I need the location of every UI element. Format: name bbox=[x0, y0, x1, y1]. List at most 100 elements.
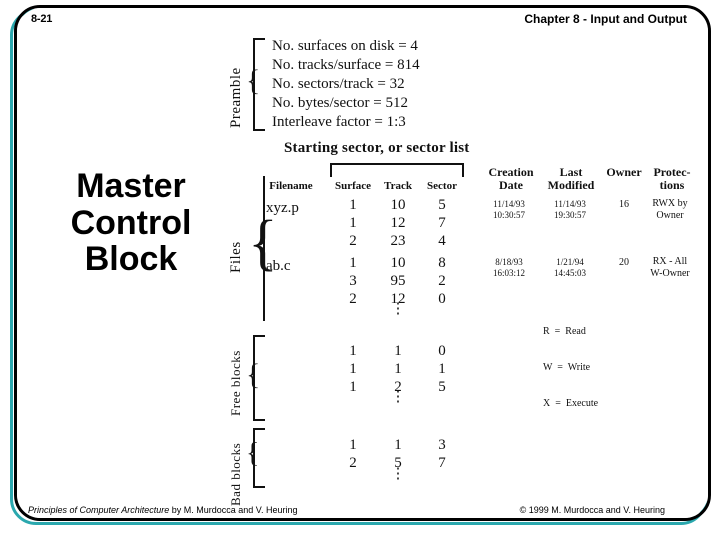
column-header-sector: Sector bbox=[427, 180, 457, 192]
table-row: 0 bbox=[438, 343, 446, 359]
files-brace: { bbox=[248, 212, 278, 274]
footer-citation: Principles of Computer Architecture by M… bbox=[28, 505, 297, 515]
bad-blocks-brace: { bbox=[246, 438, 260, 469]
table-row: 1 bbox=[394, 361, 402, 377]
page-title-line-1: Master bbox=[76, 167, 186, 205]
legend-read: R = Read bbox=[543, 326, 586, 337]
table-row: 2 bbox=[438, 273, 446, 289]
table-row-owner: 16 bbox=[619, 199, 629, 210]
creation-time-value: 10:30:57 bbox=[492, 210, 525, 220]
bad-blocks-ellipsis: ⋮ bbox=[390, 466, 406, 482]
section-label-free-blocks: Free blocks bbox=[228, 350, 243, 416]
table-row: 5 bbox=[438, 197, 446, 213]
free-blocks-brace: { bbox=[246, 358, 261, 391]
preamble-brace: { bbox=[246, 64, 261, 97]
files-vertical-rule bbox=[263, 176, 265, 321]
table-row: 2 bbox=[394, 379, 402, 395]
table-row: 12 bbox=[390, 215, 406, 231]
creation-date-value: 8/18/93 bbox=[495, 257, 523, 267]
footer-copyright: © 1999 M. Murdocca and V. Heuring bbox=[519, 505, 665, 515]
table-row: 4 bbox=[438, 233, 446, 249]
table-row: 2 bbox=[349, 455, 357, 471]
section-label-preamble: Preamble bbox=[228, 67, 244, 128]
table-row-protections: RWX by Owner bbox=[644, 198, 696, 222]
slide-number: 8-21 bbox=[31, 13, 53, 25]
preamble-item-0: No. surfaces on disk = 4 bbox=[272, 38, 418, 54]
preamble-item-2: No. sectors/track = 32 bbox=[272, 76, 405, 92]
footer-authors: by M. Murdocca and V. Heuring bbox=[169, 505, 298, 515]
table-row: 1 bbox=[349, 215, 357, 231]
table-row: 1 bbox=[349, 255, 357, 271]
table-row: 10 bbox=[390, 255, 406, 271]
column-header-owner: Owner bbox=[606, 165, 642, 179]
table-row: 3 bbox=[438, 437, 446, 453]
table-row: 1 bbox=[349, 379, 357, 395]
sector-list-group-header: Starting sector, or sector list bbox=[284, 140, 470, 156]
legend-execute: X = Execute bbox=[543, 398, 599, 409]
table-row: 0 bbox=[438, 291, 446, 307]
last-modified-line-2: Modified bbox=[547, 178, 595, 192]
preamble-item-1: No. tracks/surface = 814 bbox=[272, 57, 420, 73]
free-blocks-bracket bbox=[253, 335, 265, 421]
files-ellipsis: ⋮ bbox=[390, 301, 406, 317]
modified-time-value: 14:45:03 bbox=[553, 268, 586, 278]
table-row: 1 bbox=[349, 361, 357, 377]
protection-line-1: RWX by bbox=[652, 198, 688, 209]
table-row: 1 bbox=[349, 343, 357, 359]
protections-line-2: tions bbox=[659, 178, 685, 192]
section-label-bad-blocks: Bad blocks bbox=[228, 442, 243, 506]
table-row-filename: ab.c bbox=[266, 258, 291, 274]
table-row: 7 bbox=[438, 215, 446, 231]
free-blocks-ellipsis: ⋮ bbox=[390, 389, 406, 405]
page-title-line-3: Block bbox=[84, 240, 178, 279]
table-row: 23 bbox=[390, 233, 406, 249]
table-row: 7 bbox=[438, 455, 446, 471]
creation-date-line-2: Date bbox=[499, 178, 523, 192]
table-row: 5 bbox=[438, 379, 446, 395]
modified-date-value: 1/21/94 bbox=[556, 257, 584, 267]
table-row: 5 bbox=[394, 455, 402, 471]
table-row: 95 bbox=[390, 273, 406, 289]
creation-date-line-1: Creation bbox=[488, 165, 534, 179]
protection-line-1: RX - All bbox=[652, 256, 688, 267]
table-row-creation-date: 8/18/93 16:03:12 bbox=[482, 257, 536, 279]
sector-list-bracket bbox=[330, 163, 464, 177]
table-row: 12 bbox=[390, 291, 406, 307]
legend-write: W = Write bbox=[543, 362, 591, 373]
column-header-track: Track bbox=[384, 180, 412, 192]
table-row-protections: RX - All W-Owner bbox=[644, 256, 696, 280]
column-header-last-modified: Last Modified bbox=[540, 166, 602, 192]
protection-legend: R = Read W = Write X = Execute bbox=[543, 302, 598, 434]
table-row-creation-date: 11/14/93 10:30:57 bbox=[482, 199, 536, 221]
table-row-filename: xyz.p bbox=[266, 200, 299, 216]
table-row-last-modified: 1/21/94 14:45:03 bbox=[543, 257, 597, 279]
footer-book-title: Principles of Computer Architecture bbox=[28, 505, 170, 515]
protection-line-2: Owner bbox=[656, 210, 684, 221]
page-title-line-2: Control bbox=[70, 203, 192, 242]
protection-line-2: W-Owner bbox=[650, 268, 690, 279]
preamble-item-4: Interleave factor = 1:3 bbox=[272, 114, 406, 130]
table-row: 1 bbox=[349, 437, 357, 453]
table-row: 10 bbox=[390, 197, 406, 213]
page-title: Master Control Block bbox=[36, 168, 226, 278]
table-row: 2 bbox=[349, 291, 357, 307]
section-label-files: Files bbox=[228, 241, 244, 273]
column-header-creation-date: Creation Date bbox=[482, 166, 540, 192]
creation-date-value: 11/14/93 bbox=[493, 199, 525, 209]
modified-time-value: 19:30:57 bbox=[553, 210, 586, 220]
table-row: 3 bbox=[349, 273, 357, 289]
table-row: 8 bbox=[438, 255, 446, 271]
table-row: 2 bbox=[349, 233, 357, 249]
last-modified-line-1: Last bbox=[559, 165, 583, 179]
modified-date-value: 11/14/93 bbox=[554, 199, 586, 209]
column-header-protections: Protec- tions bbox=[645, 166, 699, 192]
chapter-title: Chapter 8 - Input and Output bbox=[524, 12, 687, 26]
table-row-last-modified: 11/14/93 19:30:57 bbox=[543, 199, 597, 221]
preamble-item-3: No. bytes/sector = 512 bbox=[272, 95, 408, 111]
column-header-surface: Surface bbox=[334, 180, 372, 192]
preamble-bracket bbox=[253, 38, 265, 131]
bad-blocks-bracket bbox=[253, 428, 265, 488]
table-row: 1 bbox=[349, 197, 357, 213]
table-row-owner: 20 bbox=[619, 257, 629, 268]
